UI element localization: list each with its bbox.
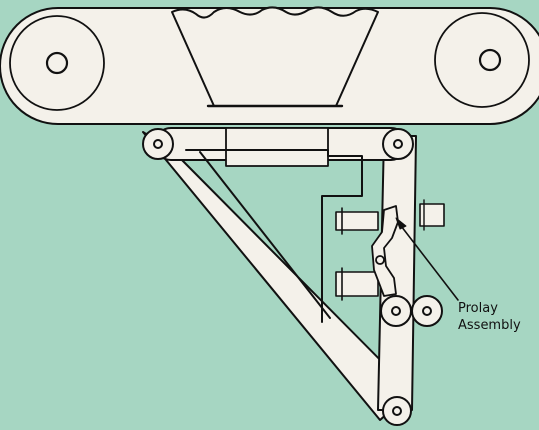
label-line-1: Prolay <box>458 301 498 316</box>
pivot-top-left-hub <box>153 139 163 149</box>
prolay-roller-left-hub <box>391 306 401 316</box>
callout-leader <box>397 221 459 301</box>
callout-arrowhead <box>395 217 407 230</box>
side-box <box>419 203 445 227</box>
prolay-roller-right-hub <box>422 306 432 316</box>
diagonal-rod <box>199 151 331 319</box>
bracket-upper <box>335 211 379 231</box>
hopper <box>171 6 379 107</box>
prolay-assembly-label: Prolay Assembly <box>458 300 521 334</box>
right-pulley-hub <box>478 48 502 72</box>
label-line-2: Assembly <box>458 318 521 333</box>
bracket-lower <box>335 271 379 297</box>
inner-linkage <box>185 149 363 323</box>
prolay-pin <box>375 255 385 265</box>
pivot-bottom-hub <box>392 406 402 416</box>
left-pulley-hub <box>45 51 69 75</box>
pivot-top-right-hub <box>393 139 403 149</box>
center-block <box>225 127 329 167</box>
